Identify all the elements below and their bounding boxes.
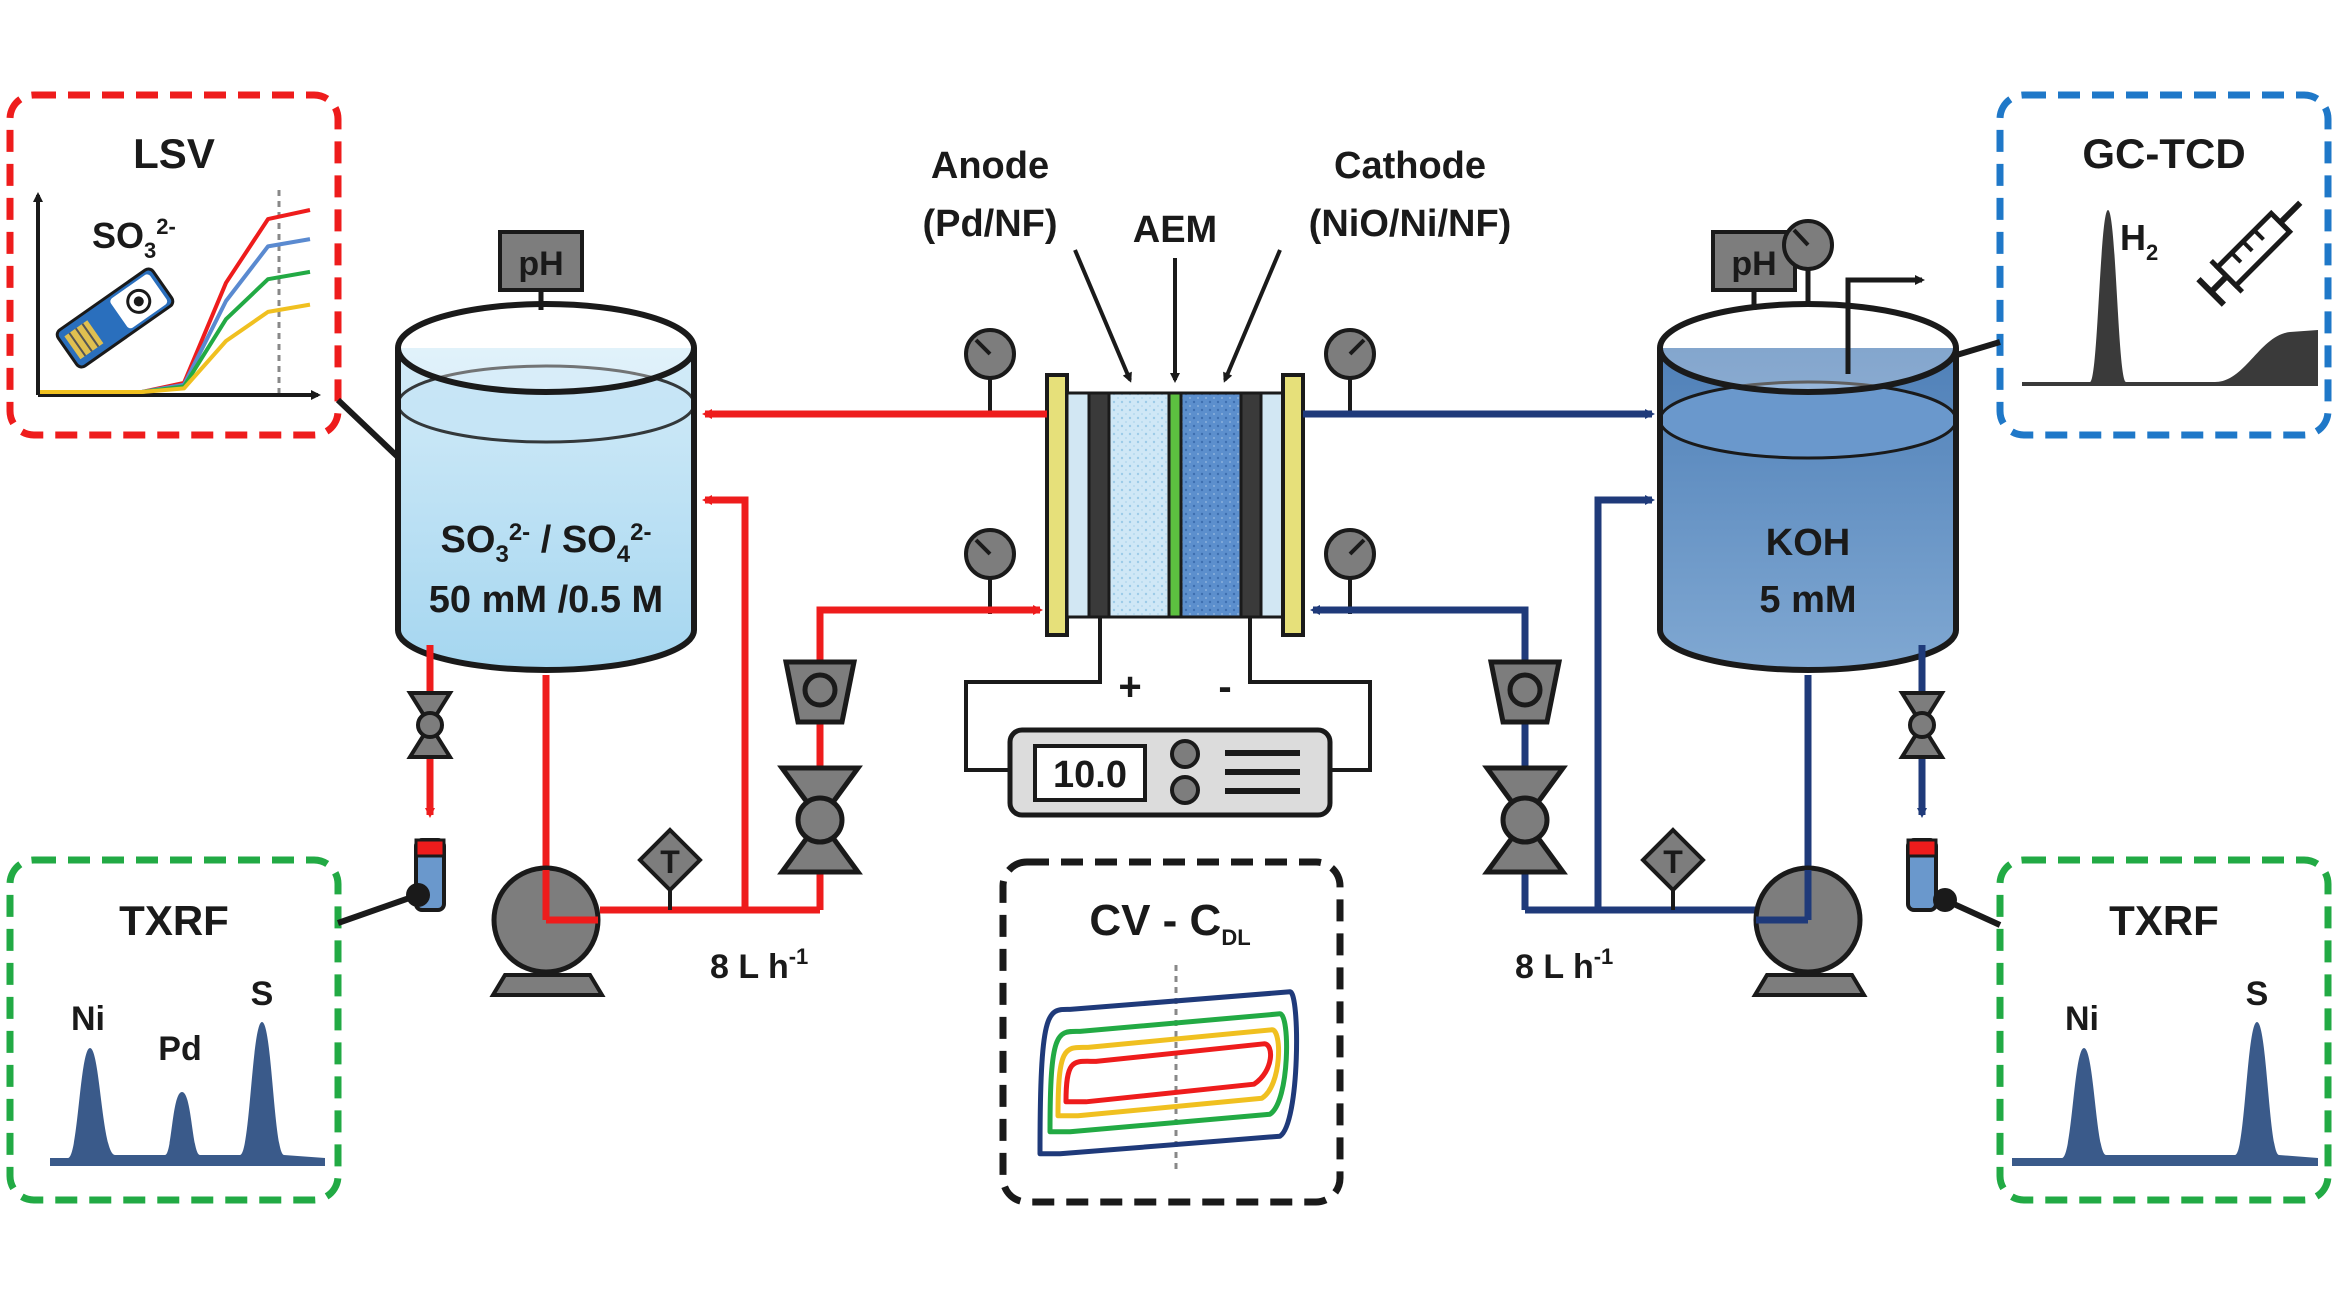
right-tank: KOH 5 mM: [1657, 301, 1959, 673]
anode-electrode: [1107, 391, 1171, 619]
anode-material-label: (Pd/NF): [922, 203, 1057, 245]
txrf-left-panel: TXRF Ni Pd S: [6, 856, 342, 1204]
txrf-left-connector: [337, 892, 419, 926]
anode-endplate: [1045, 373, 1069, 637]
txrf-left-title: TXRF: [119, 897, 229, 944]
power-supply-knob-bottom: [1170, 775, 1200, 805]
temperature-sensor-left-icon: T: [637, 827, 703, 910]
txrf-left-panel-border: [6, 856, 342, 1204]
cathode-pointer: [1223, 249, 1282, 383]
power-supply-wiring: [964, 617, 1372, 772]
temperature-sensor-right-icon: T: [1640, 827, 1706, 910]
gc-tcd-panel-border: [1996, 91, 2332, 439]
cathode-label: Cathode: [1334, 145, 1486, 187]
txrf-right-peak-ni: Ni: [2065, 1000, 2099, 1038]
right-tank-electrolyte: KOH: [1766, 522, 1850, 564]
flow-rate-left-label: 8 L h-1: [710, 944, 808, 986]
cv-loops: [1037, 989, 1300, 1157]
txrf-right-title: TXRF: [2109, 897, 2219, 944]
valve-right-flow-icon: [1482, 765, 1568, 875]
gc-chromatogram: [2022, 210, 2318, 386]
pressure-gauge-cathode-out-icon: [1324, 328, 1376, 414]
flowmeter-left-icon: [782, 659, 858, 725]
pressure-gauge-cathode-in-icon: [1324, 528, 1376, 614]
right-pressure-gauge-icon: [1782, 219, 1834, 306]
left-tank-composition: SO32- / SO42-: [441, 519, 652, 568]
gc-h2-label: H2: [2120, 217, 2158, 265]
left-tank-concentration: 50 mM /0.5 M: [429, 579, 663, 621]
cathode-material-label: (NiO/Ni/NF): [1309, 203, 1512, 245]
cv-panel: CV - CDL: [999, 858, 1344, 1206]
pressure-gauge-anode-in-icon: [964, 528, 1016, 614]
txrf-left-spectrum: [50, 1022, 325, 1166]
sensor-chip-icon: [55, 267, 175, 369]
flow-rate-right-label: 8 L h-1: [1515, 944, 1613, 986]
syringe-icon: [2196, 200, 2303, 307]
lsv-curves: [40, 208, 311, 394]
cathode-electrode: [1179, 391, 1243, 619]
power-supply-display: [1033, 744, 1147, 802]
right-tank-concentration: 5 mM: [1759, 579, 1856, 621]
left-tank: SO32- / SO42- 50 mM /0.5 M: [395, 301, 697, 673]
lsv-title: LSV: [133, 130, 215, 177]
flowmeter-right-icon: [1487, 659, 1563, 725]
sample-vial-right-icon: [1906, 838, 1957, 912]
anode-label: Anode: [931, 145, 1049, 187]
temperature-left-label: T: [660, 844, 680, 880]
negative-terminal-label: -: [1218, 665, 1231, 709]
anode-pointer: [1073, 249, 1132, 383]
pump-right-icon: [1751, 865, 1868, 997]
gas-outlet-pipe: [1845, 275, 1925, 374]
aem-label: AEM: [1133, 209, 1217, 251]
sample-vial-left-icon: [406, 838, 446, 912]
txrf-right-spectrum: [2012, 1022, 2318, 1166]
gc-tcd-title: GC-TCD: [2082, 130, 2245, 177]
gc-tcd-panel: GC-TCD H2: [1996, 91, 2332, 439]
pump-left-icon: [489, 865, 606, 997]
electrolyzer-cell: [1045, 373, 1305, 637]
valve-left-sample-icon: [406, 691, 454, 759]
pressure-gauge-anode-out-icon: [964, 328, 1016, 414]
lsv-panel-border: [6, 91, 342, 439]
txrf-right-peak-s: S: [2246, 975, 2269, 1013]
aem-membrane: [1167, 391, 1183, 619]
txrf-left-peak-ni: Ni: [71, 1000, 105, 1038]
txrf-left-peak-pd: Pd: [158, 1030, 201, 1068]
power-supply-knob-top: [1170, 739, 1200, 769]
lsv-species-label: SO32-: [92, 214, 176, 263]
txrf-right-panel: TXRF Ni S: [1996, 856, 2332, 1204]
cv-loop-3: [1063, 1041, 1274, 1105]
lsv-curve-3: [40, 302, 311, 394]
power-supply: 10.0: [1007, 727, 1333, 818]
right-ph-sensor: pH: [1711, 230, 1797, 310]
temperature-right-label: T: [1663, 844, 1683, 880]
power-supply-reading: 10.0: [1053, 754, 1127, 796]
cv-panel-border: [999, 858, 1344, 1206]
txrf-right-panel-border: [1996, 856, 2332, 1204]
cv-loop-2: [1055, 1027, 1282, 1119]
valve-left-flow-icon: [777, 765, 863, 875]
cathode-endplate: [1281, 373, 1305, 637]
valve-right-sample-icon: [1898, 691, 1946, 759]
right-ph-label: pH: [1731, 245, 1776, 283]
lsv-panel: LSV SO32-: [6, 91, 342, 439]
cv-title: CV - CDL: [1089, 896, 1250, 950]
left-ph-label: pH: [518, 245, 563, 283]
positive-terminal-label: +: [1118, 665, 1141, 709]
cv-loop-1: [1047, 1011, 1290, 1135]
left-ph-sensor: pH: [498, 230, 584, 310]
cv-loop-0: [1037, 989, 1300, 1157]
txrf-left-peak-s: S: [251, 975, 274, 1013]
